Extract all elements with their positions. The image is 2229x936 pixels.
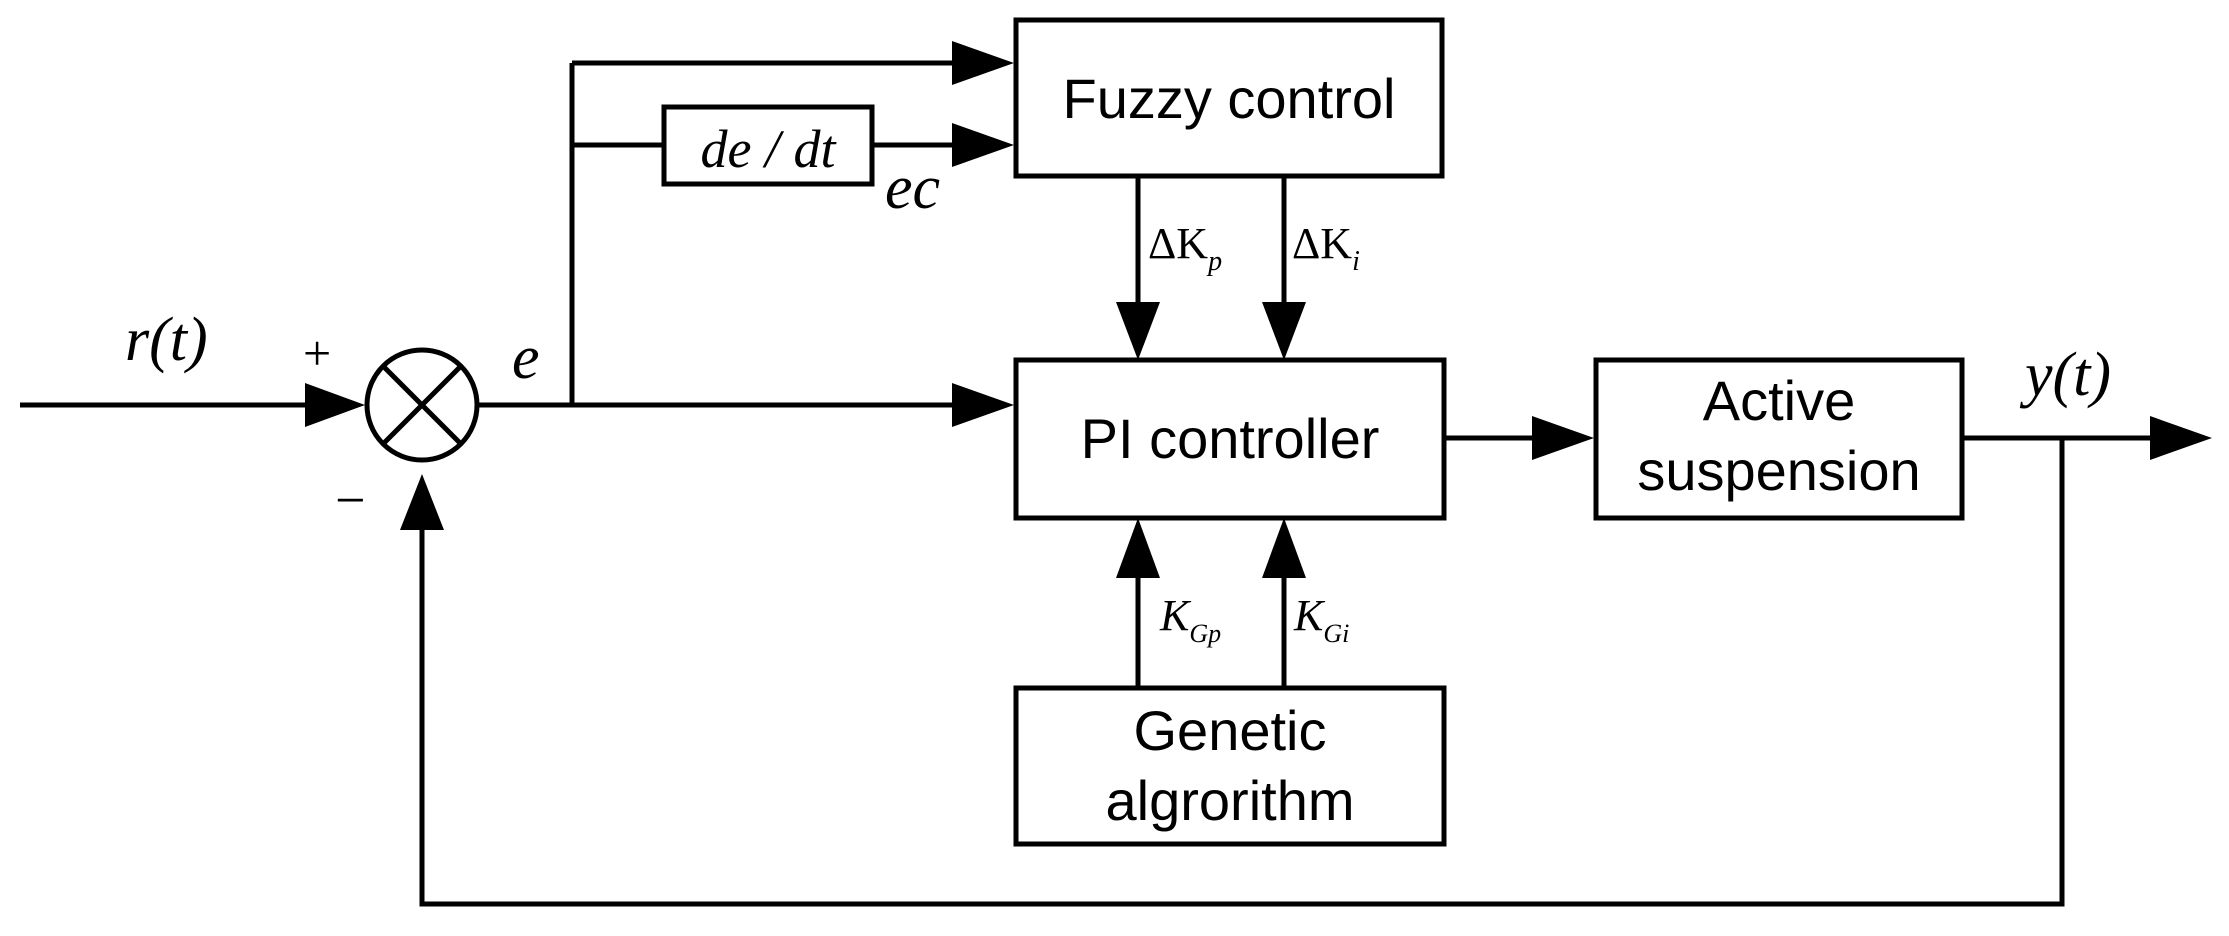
pi-controller-label: PI controller bbox=[1081, 407, 1380, 470]
genetic-algorithm-block: Genetic algrorithm bbox=[1013, 685, 1447, 847]
delta-ki-label: ΔKi bbox=[1292, 219, 1360, 277]
arrowhead-kgi bbox=[1262, 518, 1306, 578]
feedback-path bbox=[419, 438, 2065, 907]
arrowhead-delta-kp bbox=[1116, 302, 1160, 360]
reference-signal-label: r(t) bbox=[125, 306, 208, 374]
derivative-block: de / dt bbox=[661, 104, 875, 187]
error-signal-label: e bbox=[512, 324, 540, 392]
pi-controller-block: PI controller bbox=[1013, 357, 1447, 521]
active-suspension-label-line2: suspension bbox=[1637, 439, 1920, 502]
delta-kp-label: ΔKp bbox=[1148, 219, 1222, 277]
output-signal-label: y(t) bbox=[2019, 341, 2111, 409]
arrowhead-into-sum-plus bbox=[305, 383, 365, 427]
arrowhead-into-plant bbox=[1532, 416, 1594, 460]
plus-sign: + bbox=[303, 325, 331, 381]
arrowhead-into-fuzzy-e bbox=[952, 41, 1014, 85]
arrowhead-output bbox=[2150, 416, 2212, 460]
kgp-label: KGp bbox=[1159, 591, 1221, 648]
genetic-algorithm-label-line2: algrorithm bbox=[1106, 769, 1355, 832]
error-change-label: ec bbox=[885, 154, 940, 222]
arrowhead-into-fuzzy-ec bbox=[952, 123, 1014, 167]
minus-sign: − bbox=[335, 470, 365, 530]
arrowhead-kgp bbox=[1116, 518, 1160, 578]
derivative-label: de / dt bbox=[701, 119, 838, 179]
arrowhead-delta-ki bbox=[1262, 302, 1306, 360]
arrowhead-into-pi-error bbox=[952, 383, 1014, 427]
fuzzy-control-label: Fuzzy control bbox=[1063, 67, 1396, 130]
kgi-label: KGi bbox=[1293, 591, 1349, 648]
fuzzy-control-block: Fuzzy control bbox=[1013, 17, 1445, 179]
active-suspension-block: Active suspension bbox=[1593, 357, 1965, 521]
active-suspension-label-line1: Active bbox=[1703, 369, 1856, 432]
genetic-algorithm-label-line1: Genetic bbox=[1134, 699, 1327, 762]
summing-junction bbox=[364, 347, 480, 463]
arrowhead-into-sum-minus bbox=[400, 474, 444, 530]
